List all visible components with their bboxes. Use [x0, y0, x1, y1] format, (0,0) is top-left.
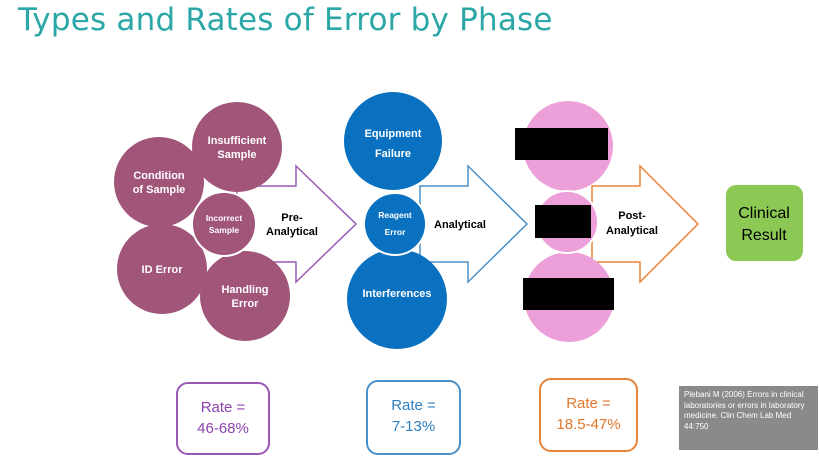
equipment-failure-label-1: Equipment [365, 128, 422, 140]
post-analytical-arrow [591, 164, 700, 284]
insufficient-sample-circle [192, 102, 282, 192]
incorrect-sample-label-1: Incorrect [206, 213, 243, 223]
equipment-failure-label-2: Failure [375, 148, 411, 160]
redaction-bar-top [515, 128, 608, 160]
handling-error-circle [200, 251, 290, 341]
slide-title: Types and Rates of Error by Phase [18, 2, 553, 38]
pre-analytical-label-2: Analytical [266, 226, 318, 238]
analytical-rate-value: 7-13% [391, 418, 436, 435]
reagent-error-label-1: Reagent [378, 210, 412, 220]
reagent-error-circle [363, 192, 427, 256]
pre-analytical-rate-box: Rate = 46-68% [176, 382, 270, 455]
clinical-result-box [726, 185, 803, 261]
redaction-bar-bottom [523, 278, 614, 310]
interferences-label: Interferences [362, 288, 431, 300]
pre-analytical-label-1: Pre- [281, 212, 303, 224]
post-analytical-label-2: Analytical [606, 225, 658, 237]
insufficient-sample-label-2: Sample [217, 149, 256, 161]
citation-note: Plebani M (2006) Errors in clinical labo… [679, 386, 818, 450]
id-error-circle [117, 224, 207, 314]
pre-analytical-rate-value: 46-68% [197, 420, 249, 437]
post-analytical-rate-box: Rate = 18.5-47% [539, 378, 638, 452]
id-error-label: ID Error [142, 264, 184, 276]
redaction-bar-middle [535, 205, 591, 238]
clinical-result-label-2: Result [741, 227, 787, 244]
analytical-label: Analytical [434, 219, 486, 231]
insufficient-sample-label-1: Insufficient [208, 135, 267, 147]
analytical-rate-label: Rate = [391, 397, 436, 414]
handling-error-label-1: Handling [221, 284, 268, 296]
condition-of-sample-circle [114, 137, 204, 227]
post-analytical-rate-value: 18.5-47% [556, 416, 621, 433]
incorrect-sample-label-2: Sample [209, 225, 240, 235]
condition-of-sample-label-2: of Sample [133, 184, 186, 196]
clinical-result-label-1: Clinical [738, 205, 790, 222]
incorrect-sample-circle [191, 191, 257, 257]
post-analytical-label-1: Post- [618, 210, 646, 222]
analytical-rate-box: Rate = 7-13% [366, 380, 461, 455]
equipment-failure-circle [344, 92, 442, 190]
handling-error-label-2: Error [232, 298, 260, 310]
post-analytical-rate-label: Rate = [566, 395, 611, 412]
interferences-circle [347, 249, 447, 349]
pre-analytical-rate-label: Rate = [200, 399, 246, 416]
condition-of-sample-label-1: Condition [133, 170, 185, 182]
reagent-error-label-2: Error [385, 227, 406, 237]
